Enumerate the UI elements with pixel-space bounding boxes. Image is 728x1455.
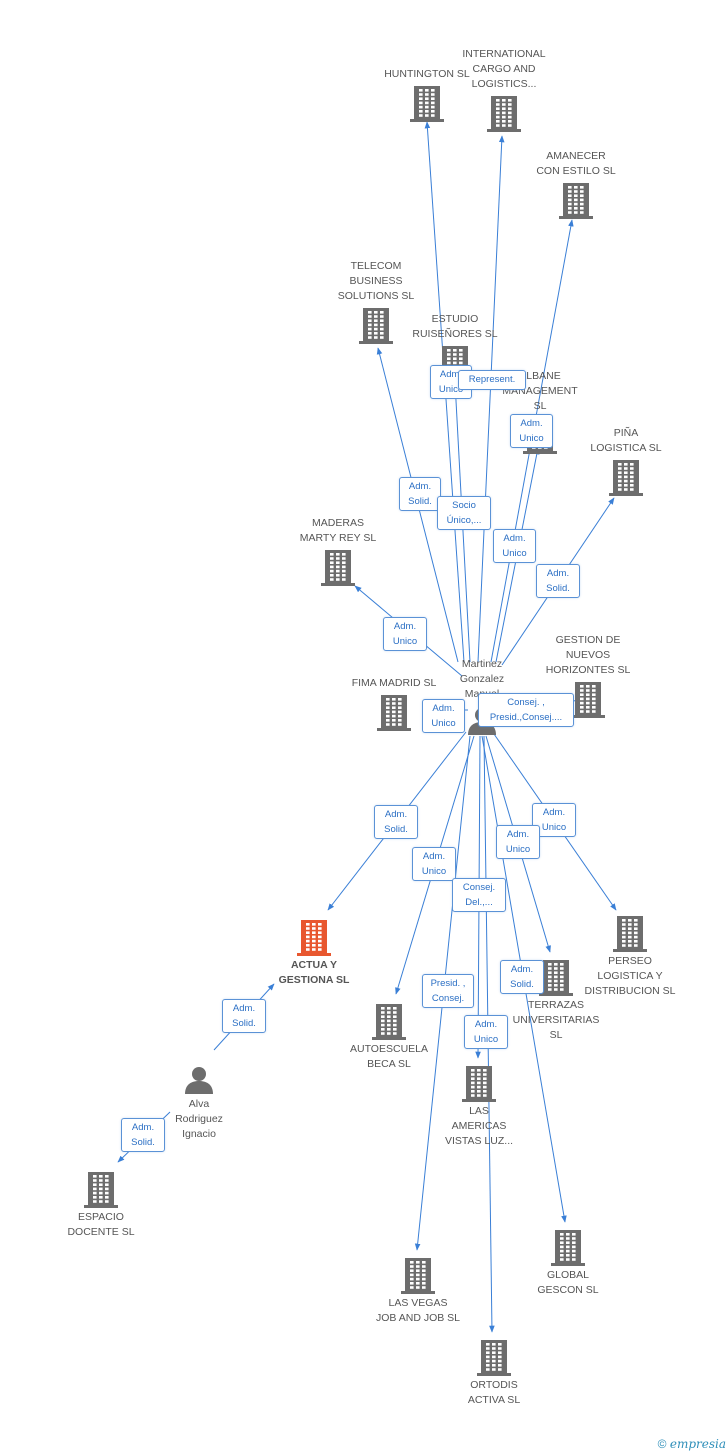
role-badge-martinez-autoescuela[interactable]: Adm. Unico: [412, 847, 456, 881]
node-label[interactable]: PERSEO LOGISTICA Y DISTRIBUCION SL: [584, 955, 676, 997]
building-icon: [352, 86, 502, 122]
node-terrazas[interactable]: TERRAZAS UNIVERSITARIAS SL: [481, 960, 631, 1043]
role-badge-martinez-fima[interactable]: Adm. Unico: [422, 699, 465, 733]
node-huntington[interactable]: HUNTINGTON SL: [352, 67, 502, 122]
role-badge-martinez-intl_cargo[interactable]: Represent.: [458, 370, 526, 390]
node-pina[interactable]: PIÑA LOGISTICA SL: [551, 426, 701, 496]
node-label[interactable]: ACTUA Y GESTIONA SL: [278, 959, 350, 986]
brand-name: mpresia: [676, 1437, 726, 1451]
role-badge-martinez-maderas[interactable]: Adm. Unico: [383, 617, 427, 651]
node-gestion[interactable]: GESTION DE NUEVOS HORIZONTES SL: [513, 633, 663, 718]
building-icon: [555, 916, 705, 952]
node-label[interactable]: FIMA MADRID SL: [351, 677, 437, 689]
role-badge-martinez-actua[interactable]: Adm. Solid.: [374, 805, 418, 839]
building-icon: [239, 920, 389, 956]
role-badge-martinez-americas[interactable]: Consej. Del.,...: [452, 878, 506, 912]
node-intl_cargo[interactable]: INTERNATIONAL CARGO AND LOGISTICS...: [429, 47, 579, 132]
node-perseo[interactable]: PERSEO LOGISTICA Y DISTRIBUCION SL: [555, 916, 705, 999]
building-icon: [493, 1230, 643, 1266]
person-icon: [124, 1065, 274, 1095]
building-icon: [551, 460, 701, 496]
node-fima[interactable]: FIMA MADRID SL: [319, 676, 469, 731]
role-badge-alva-espacio[interactable]: Adm. Solid.: [121, 1118, 165, 1152]
node-lasvegas[interactable]: LAS VEGAS JOB AND JOB SL: [343, 1258, 493, 1326]
role-badge-martinez-ortodis[interactable]: Adm. Unico: [464, 1015, 508, 1049]
node-label[interactable]: ORTODIS ACTIVA SL: [467, 1379, 521, 1406]
node-global[interactable]: GLOBAL GESCON SL: [493, 1230, 643, 1298]
building-icon: [481, 960, 631, 996]
node-alva[interactable]: Alva Rodriguez Ignacio: [124, 1065, 274, 1142]
copyright-symbol: ©: [657, 1437, 667, 1451]
node-actua[interactable]: ACTUA Y GESTIONA SL: [239, 920, 389, 988]
node-maderas[interactable]: MADERAS MARTY REY SL: [263, 516, 413, 586]
building-icon: [513, 682, 663, 718]
node-label[interactable]: TELECOM BUSINESS SOLUTIONS SL: [337, 260, 415, 302]
building-icon: [314, 1004, 464, 1040]
role-badge-martinez-amanecer[interactable]: Adm. Unico: [510, 414, 553, 448]
node-label[interactable]: MADERAS MARTY REY SL: [299, 517, 377, 544]
node-label[interactable]: INTERNATIONAL CARGO AND LOGISTICS...: [462, 48, 546, 90]
role-badge-martinez-terrazas[interactable]: Adm. Unico: [496, 825, 540, 859]
role-badge-martinez-telecom[interactable]: Adm. Solid.: [399, 477, 441, 511]
building-icon: [429, 96, 579, 132]
node-label[interactable]: Alva Rodriguez Ignacio: [175, 1098, 223, 1140]
building-icon: [419, 1340, 569, 1376]
node-espacio[interactable]: ESPACIO DOCENTE SL: [26, 1172, 176, 1240]
brand-initial: e: [669, 1437, 677, 1451]
node-label[interactable]: ESTUDIO RUISEÑORES SL: [412, 313, 498, 340]
role-badge-martinez-gestion[interactable]: Consej. , Presid.,Consej....: [478, 693, 574, 727]
node-autoescuela[interactable]: AUTOESCUELA BECA SL: [314, 1004, 464, 1072]
building-icon: [343, 1258, 493, 1294]
role-badge-alva-actua[interactable]: Adm. Solid.: [222, 999, 266, 1033]
node-label[interactable]: LAS VEGAS JOB AND JOB SL: [375, 1297, 461, 1324]
role-badge-martinez-estudio[interactable]: Socio Único,...: [437, 496, 491, 530]
node-label[interactable]: AMANECER CON ESTILO SL: [536, 150, 616, 177]
node-ortodis[interactable]: ORTODIS ACTIVA SL: [419, 1340, 569, 1408]
building-icon: [501, 183, 651, 219]
node-telecom[interactable]: TELECOM BUSINESS SOLUTIONS SL: [301, 259, 451, 344]
building-icon: [26, 1172, 176, 1208]
role-badge-martinez-albane[interactable]: Adm. Unico: [493, 529, 536, 563]
empresia-logo: © empresia: [658, 1437, 726, 1451]
node-label[interactable]: ESPACIO DOCENTE SL: [67, 1211, 135, 1238]
building-icon: [263, 550, 413, 586]
role-badge-martinez-pina[interactable]: Adm. Solid.: [536, 564, 580, 598]
edge-martinez-to-intl_cargo: [477, 135, 505, 663]
node-label[interactable]: GLOBAL GESCON SL: [537, 1269, 599, 1296]
node-americas[interactable]: LAS AMERICAS VISTAS LUZ...: [404, 1066, 554, 1149]
role-badge-martinez-lasvegas[interactable]: Presid. , Consej.: [422, 974, 474, 1008]
node-label[interactable]: HUNTINGTON SL: [384, 68, 470, 80]
node-label[interactable]: PIÑA LOGISTICA SL: [590, 427, 662, 454]
node-label[interactable]: ALBANE MANAGEMENT SL: [502, 370, 578, 412]
building-icon: [301, 308, 451, 344]
node-amanecer[interactable]: AMANECER CON ESTILO SL: [501, 149, 651, 219]
building-icon: [404, 1066, 554, 1102]
node-label[interactable]: AUTOESCUELA BECA SL: [350, 1043, 428, 1070]
node-label[interactable]: LAS AMERICAS VISTAS LUZ...: [444, 1105, 514, 1147]
building-icon: [319, 695, 469, 731]
node-label[interactable]: GESTION DE NUEVOS HORIZONTES SL: [545, 634, 631, 676]
role-badge-martinez-global[interactable]: Adm. Solid.: [500, 960, 544, 994]
node-label[interactable]: TERRAZAS UNIVERSITARIAS SL: [512, 999, 600, 1041]
